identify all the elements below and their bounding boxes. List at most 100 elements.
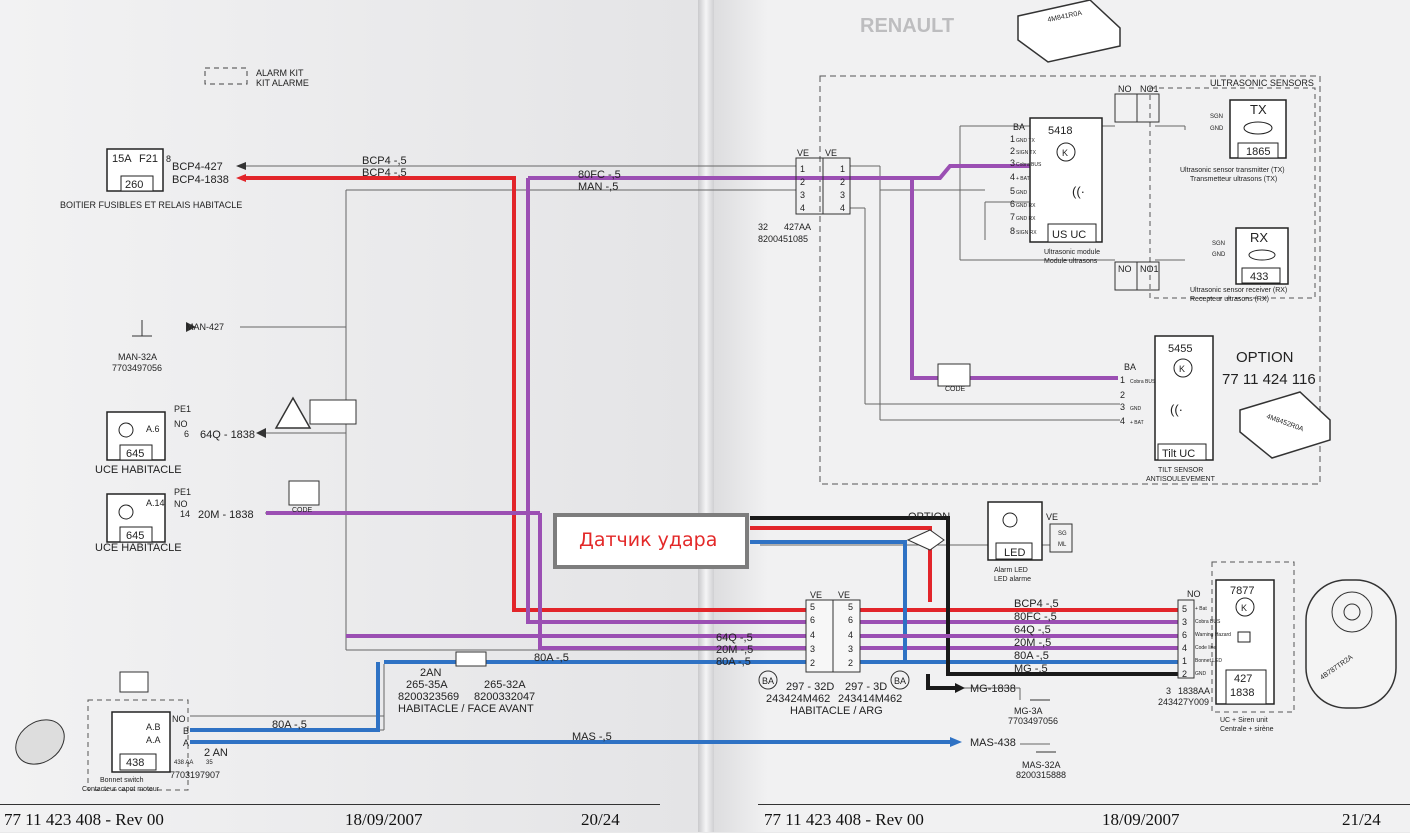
wire-black-mg [926,674,955,690]
conn-arg-ref1: 297 - 32D [786,681,834,693]
wire-red-sensor [750,526,932,602]
horn-icon [1237,631,1251,643]
siren-pin: 3 [1182,617,1187,627]
no1-label: NO1 [1140,84,1159,94]
callout-text: Датчик удара [579,529,718,551]
conn-arg-caption: HABITACLE / ARG [790,705,883,717]
wire-label-20m: 20M -,5 [716,644,753,656]
signal-wave-icon: ((· [1170,402,1183,417]
us-pin-label: GND [1016,190,1028,196]
conn-arg-ba: BA [894,676,906,686]
connector-ve-pin: 2 [800,177,805,187]
uce-habitacle-1: A.6 645 PE1 NO 6 64Q - 1838 UCE HABITACL… [95,396,357,476]
led-pin1: SG [1058,531,1067,537]
us-module-pins: 1 2 3 4 5 6 7 8 GND TX SIGN TX Cobra BUS… [1010,134,1042,236]
us-pin-label: + BAT [1016,176,1030,182]
conn-arg-pin: 5 [810,602,815,612]
siren-caption1: UC + Siren unit [1220,717,1268,724]
us-module-ba: BA [1013,122,1025,132]
rx-sensor-icon [1248,249,1276,261]
tx-code: 1865 [1246,146,1270,158]
ground-mg-part: 7703497056 [1008,716,1058,726]
wire-label-bcp4b: BCP4 -,5 [362,167,407,179]
connector-ve-ref1: 32 [758,222,768,232]
key-icon-glyph: K [1179,364,1185,374]
conn-arg-pin: 2 [848,658,853,668]
us-module-code: 5418 [1048,125,1072,137]
wire-label-80a3: 80A -,5 [272,719,307,731]
ground-man-part: 7703497056 [112,363,162,373]
us-module-caption1: Ultrasonic module [1044,249,1100,256]
wire-purple-80fc [526,178,1178,624]
siren-caption2: Centrale + sirène [1220,726,1274,733]
bonnet-no: NO [172,714,186,724]
siren-pin: 6 [1182,630,1187,640]
siren-pin-label: Bonnet LED [1195,658,1222,664]
conn-avant-ref1: 265-35A [406,679,448,691]
tilt-pin-label: GND [1130,406,1142,412]
uce1-pe: PE1 [174,404,191,414]
option-title: OPTION [1236,349,1294,366]
connector-ve-pin: 1 [800,164,805,174]
brand-label: RENAULT [860,15,954,37]
us-pin: 3 [1010,158,1015,168]
bonnet-caption2: Contacteur capot moteur [82,786,160,793]
fuse-pin: 8 [166,154,171,164]
signal-wave-icon: ((· [1072,184,1085,199]
uce1-code: 645 [126,448,144,460]
uce2-code: 645 [126,530,144,542]
uce1-pin-a: A.6 [146,424,160,434]
conn-avant-ref2: 265-32A [484,679,526,691]
led-option-label: OPTION [908,511,950,523]
tilt-module-picture: 4M8452R0A [1239,391,1331,459]
siren-pin-label: Warning Hazard [1195,632,1231,638]
legend: ALARM KIT KIT ALARME [204,67,309,88]
us-module-5418: 5418 K ((· US UC BA 1 2 3 4 5 6 7 8 GND … [1010,117,1103,265]
led-caption1: Alarm LED [994,567,1028,574]
key-icon [1056,142,1076,162]
wire-blue-bonnet [190,662,380,732]
connector-ve-pin: 4 [800,203,805,213]
us-pin-label: SIGN TX [1016,150,1037,156]
conn-arg-pin: 6 [810,615,815,625]
uce1-no: NO [174,419,188,429]
tilt-caption1: TILT SENSOR [1158,467,1203,474]
wire-black-sensor [750,516,1178,676]
siren-wire-label: 80A -,5 [1014,650,1049,662]
bonnet-switch: A.B A.A 438 NO B A 2 AN 438 AA 35 770319… [15,671,228,793]
warning-triangle-icon [274,396,312,429]
us-pin: 8 [1010,226,1015,236]
ultrasonic-sensors-boundary [1149,87,1316,299]
siren-wire-labels: BCP4 -,5 80FC -,5 64Q -,5 20M -,5 80A -,… [1014,598,1059,675]
uce2-pin-a: A.14 [146,498,165,508]
rx-code: 433 [1250,271,1268,283]
siren-no: NO [1187,589,1201,599]
footer-right-ref: 77 11 423 408 - Rev 00 [764,810,924,829]
bonnet-ref1: 438 AA [174,760,193,766]
bonnet-part: 7703197907 [170,770,220,780]
us-pin: 4 [1010,172,1015,182]
conn-arg-ref2: 297 - 3D [845,681,887,693]
conn-arg-pin: 3 [810,644,815,654]
ground-man-ref: MAN-32A [118,352,157,362]
legend-dashed-box [204,67,248,85]
siren-wire-label: 80FC -,5 [1014,611,1057,623]
siren-wire-label: 20M -,5 [1014,637,1051,649]
no-connectors: NO NO1 NO NO1 [1114,84,1160,291]
us-pin: 1 [1010,134,1015,144]
conn-arg-right: VE [838,590,850,600]
fusebox-code-box [120,175,154,192]
connector-face-avant: 2AN 265-35A 265-32A 8200323569 820033204… [398,651,535,715]
siren-wire-label: BCP4 -,5 [1014,598,1059,610]
siren-unit-7877: 7877 K 427 1838 NO 5 3 6 4 1 2 + Bat Cob… [1158,561,1295,733]
ground-mg-ref: MG-3A [1014,706,1043,716]
siren-part: 243427Y009 [1158,697,1209,707]
tilt-code: 5455 [1168,343,1192,355]
footer-left-page: 20/24 [581,810,620,829]
colored-wires [190,164,1178,747]
led-icon [1002,512,1018,528]
tilt-module-5455: 5455 K ((· Tilt UC BA 1 2 3 4 Cobra BUS … [1120,335,1216,483]
ground-man: MAN-427 MAN-32A 7703497056 [112,320,224,373]
us-pin-label: Cobra BUS [1016,162,1042,168]
siren-code: 7877 [1230,585,1254,597]
